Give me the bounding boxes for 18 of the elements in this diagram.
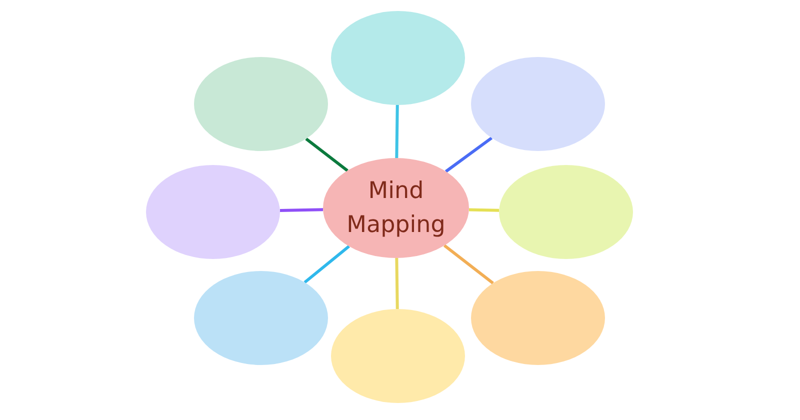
connector-line	[304, 245, 350, 284]
connector-line	[468, 208, 500, 212]
branch-ellipse	[331, 309, 465, 403]
connector-line	[305, 138, 348, 172]
branch-ellipse	[471, 271, 605, 365]
connector-line	[444, 136, 493, 173]
branch-ellipse	[194, 57, 328, 151]
branch-ellipse	[471, 57, 605, 151]
connector-line	[395, 104, 399, 158]
central-topic-ellipse	[323, 158, 469, 258]
branch-ellipse	[194, 271, 328, 365]
connector-line	[395, 258, 399, 310]
branch-ellipse	[331, 11, 465, 105]
connector-line	[443, 244, 494, 284]
branch-ellipse	[499, 165, 633, 259]
topic-text: Mind Mapping	[346, 176, 446, 240]
connector-line	[280, 208, 324, 212]
branch-ellipse	[146, 165, 280, 259]
